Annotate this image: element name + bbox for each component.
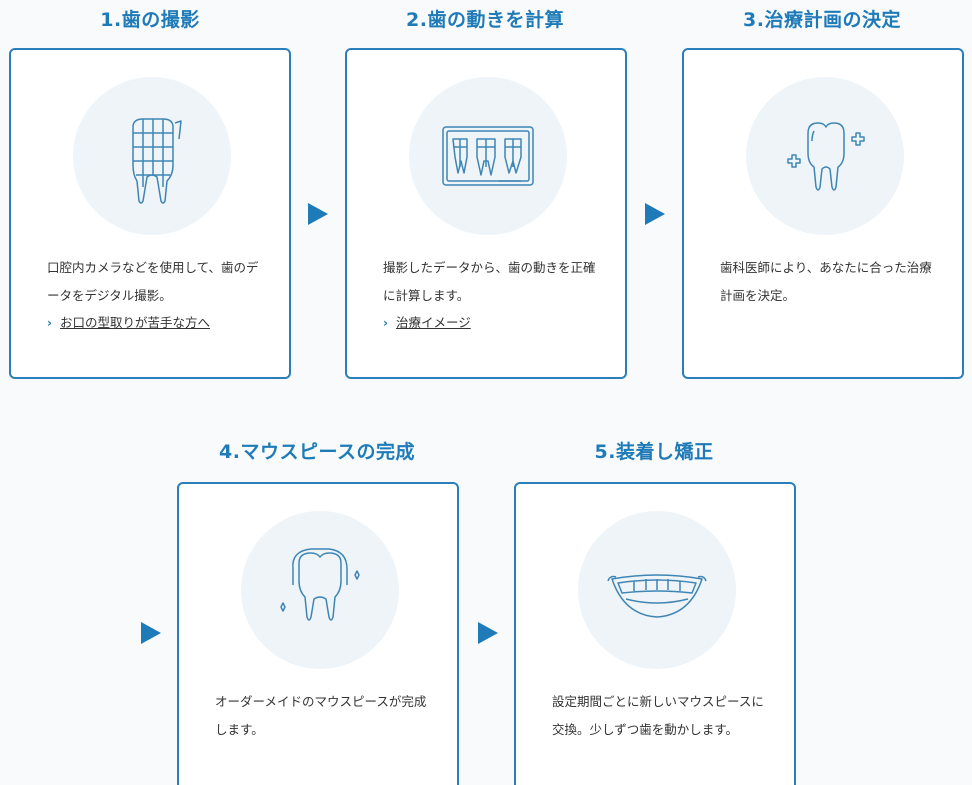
step-1-description: 口腔内カメラなどを使用して、歯のデータをデジタル撮影。: [47, 260, 259, 303]
step-1-card: 口腔内カメラなどを使用して、歯のデータをデジタル撮影。 › お口の型取りが苦手な方…: [9, 48, 291, 379]
step-4-card: オーダーメイドのマウスピースが完成します。: [177, 482, 459, 785]
step-3-card: 歯科医師により、あなたに合った治療計画を決定。: [682, 48, 964, 379]
step-1-title: 1.歯の撮影: [100, 9, 200, 31]
step-3-description: 歯科医師により、あなたに合った治療計画を決定。: [720, 260, 932, 303]
step-5-title: 5.装着し矯正: [594, 441, 714, 463]
tooth-plus-icon: [746, 77, 904, 235]
step-2-link[interactable]: › 治療イメージ: [383, 313, 471, 333]
step-1-link[interactable]: › お口の型取りが苦手な方へ: [47, 313, 210, 333]
next-arrow-icon: [645, 203, 665, 225]
next-arrow-icon: [308, 203, 328, 225]
tooth-scan-icon: [73, 77, 231, 235]
step-2-link-text[interactable]: 治療イメージ: [395, 315, 471, 330]
step-3-title: 3.治療計画の決定: [743, 9, 901, 31]
step-1-link-text[interactable]: お口の型取りが苦手な方へ: [59, 315, 210, 330]
xray-teeth-icon: [409, 77, 567, 235]
smile-teeth-icon: [578, 511, 736, 669]
tooth-aligner-icon: [241, 511, 399, 669]
step-2-card: 撮影したデータから、歯の動きを正確に計算します。 › 治療イメージ: [345, 48, 627, 379]
next-arrow-icon: [478, 622, 498, 644]
step-4-description: オーダーメイドのマウスピースが完成します。: [215, 694, 427, 737]
chevron-right-icon: ›: [47, 316, 52, 330]
chevron-right-icon: ›: [383, 316, 388, 330]
step-5-card: 設定期間ごとに新しいマウスピースに交換。少しずつ歯を動かします。: [514, 482, 796, 785]
step-2-description: 撮影したデータから、歯の動きを正確に計算します。: [383, 260, 596, 303]
step-2-title: 2.歯の動きを計算: [406, 9, 564, 31]
step-5-description: 設定期間ごとに新しいマウスピースに交換。少しずつ歯を動かします。: [552, 694, 764, 737]
step-4-title: 4.マウスピースの完成: [219, 441, 415, 463]
next-arrow-icon: [141, 622, 161, 644]
